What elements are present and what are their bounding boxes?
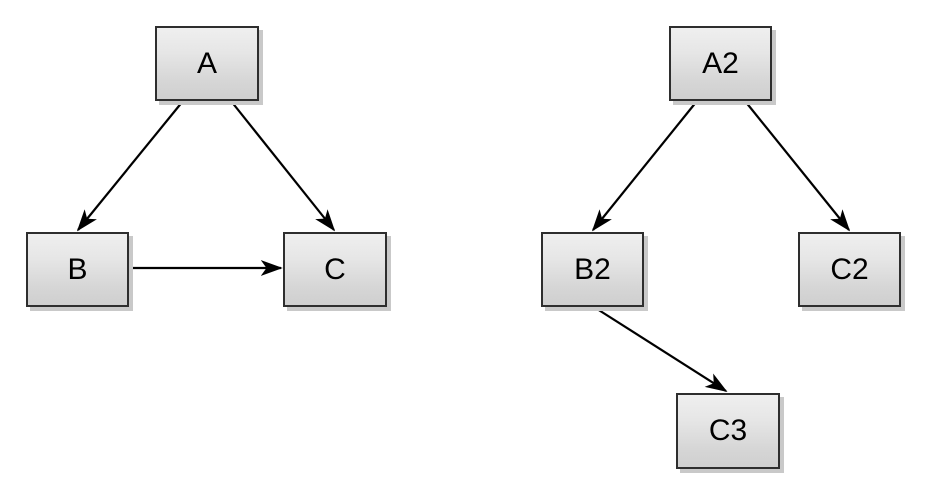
edge-a-to-c xyxy=(230,100,336,232)
node-label-b: B xyxy=(67,252,88,286)
edge-a2-to-b2 xyxy=(591,100,698,232)
node-label-c3: C3 xyxy=(708,414,748,447)
node-b[interactable]: B xyxy=(26,232,129,307)
node-label-b2: B2 xyxy=(574,252,611,286)
edges-group xyxy=(76,100,851,392)
edge-a2-to-c2 xyxy=(744,100,851,232)
node-a[interactable]: A xyxy=(155,26,259,101)
node-label-c2: C2 xyxy=(830,252,869,286)
node-label-a2: A2 xyxy=(702,46,739,80)
node-a2[interactable]: A2 xyxy=(669,26,772,101)
edge-b2-to-c3 xyxy=(593,306,728,392)
edge-a-to-b xyxy=(76,100,184,232)
node-b2[interactable]: B2 xyxy=(541,232,644,307)
node-label-c: C xyxy=(324,252,346,286)
node-c3[interactable]: C3 xyxy=(676,393,780,469)
node-label-a: A xyxy=(196,46,217,80)
node-c[interactable]: C xyxy=(283,232,387,307)
node-c2[interactable]: C2 xyxy=(798,232,901,307)
